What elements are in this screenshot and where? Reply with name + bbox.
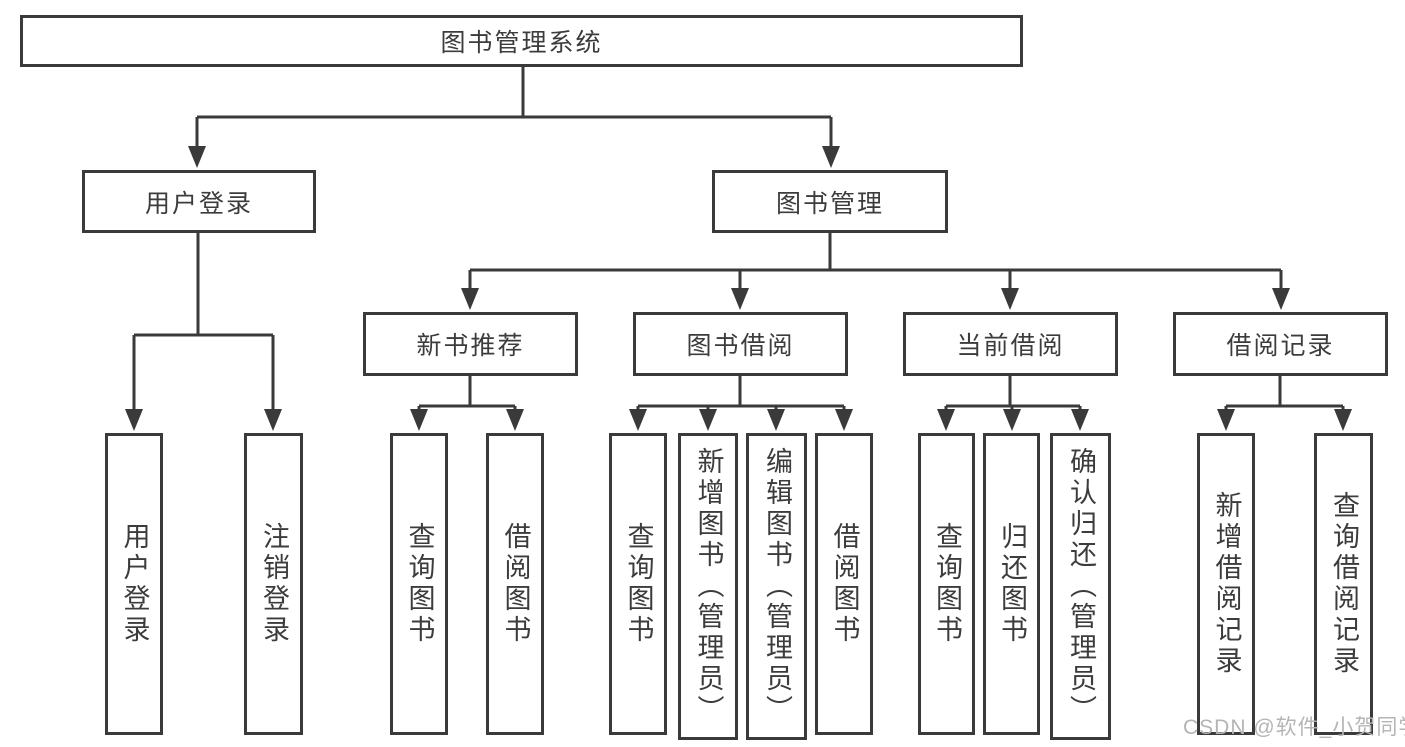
leaf-query-borrow-record: 查询借阅记录	[1314, 433, 1373, 735]
leaf-confirm-return-admin: 确认归还（管理员）	[1050, 433, 1111, 740]
leaf-logout: 注销登录	[244, 433, 303, 735]
leaf-borrow-books: 借阅图书	[815, 433, 873, 735]
node-current-borrow: 当前借阅	[903, 312, 1118, 376]
leaf-add-borrow-record: 新增借阅记录	[1197, 433, 1255, 735]
leaf-query-books-recommend: 查询图书	[390, 433, 448, 735]
node-book-management: 图书管理	[712, 170, 948, 233]
leaf-query-books-current: 查询图书	[918, 433, 975, 735]
node-new-book-recommend: 新书推荐	[363, 312, 578, 376]
node-library-system: 图书管理系统	[20, 15, 1023, 67]
leaf-user-login: 用户登录	[105, 433, 163, 735]
leaf-query-books-borrow: 查询图书	[609, 433, 667, 735]
node-book-borrow: 图书借阅	[633, 312, 848, 376]
connector-book-borrow-to-leaves	[629, 376, 853, 431]
connector-book-management-to-level3	[461, 233, 1290, 310]
connector-root-to-level2	[188, 66, 840, 168]
connector-borrow-records-to-leaves	[1217, 376, 1352, 431]
connector-current-borrow-to-leaves	[937, 376, 1089, 431]
node-borrow-records: 借阅记录	[1173, 312, 1388, 376]
connector-user-login-to-leaves	[125, 233, 282, 431]
leaf-borrow-books-recommend: 借阅图书	[486, 433, 544, 735]
leaf-edit-book-admin: 编辑图书（管理员）	[746, 433, 807, 740]
leaf-return-books: 归还图书	[983, 433, 1040, 735]
watermark: CSDN @软件_小贺同学	[1183, 716, 1405, 739]
connector-new-book-recommend-to-leaves	[410, 376, 524, 431]
node-user-login: 用户登录	[82, 170, 316, 233]
leaf-add-book-admin: 新增图书（管理员）	[678, 433, 738, 740]
